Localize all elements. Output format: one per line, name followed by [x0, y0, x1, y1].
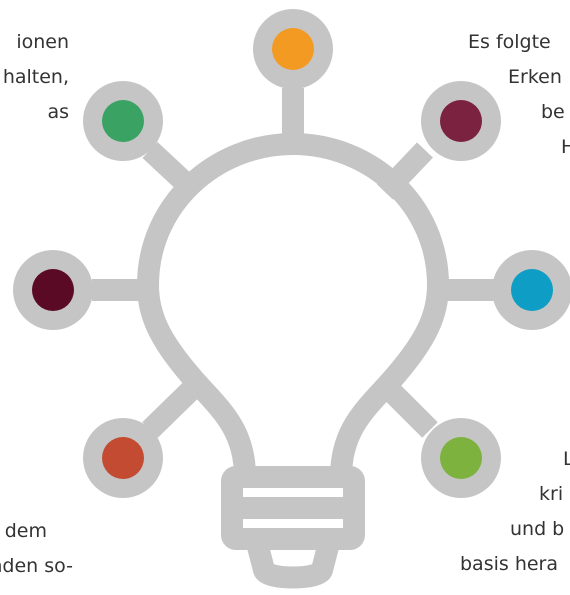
text-line: halten,	[2, 66, 69, 88]
nodes	[13, 9, 570, 498]
text-block-top-left: ionen halten, as	[3, 25, 69, 130]
bulb-glass	[137, 133, 449, 488]
connector-lines	[92, 88, 495, 438]
text-line: be	[541, 101, 565, 123]
text-line: ionen	[16, 31, 69, 53]
text-line: Es folgte	[468, 31, 551, 53]
text-block-top-right: Es folgte Erken be H	[468, 25, 570, 165]
text-line: basis hera	[460, 553, 559, 575]
bulb-tip	[245, 528, 341, 589]
node-left-dot	[32, 269, 74, 311]
text-line: L	[563, 448, 570, 470]
node-upper-left-dot	[102, 100, 144, 142]
connector-lower-left	[142, 380, 201, 438]
text-line: ei dem	[0, 520, 47, 542]
bulb-outline	[137, 133, 449, 589]
connector-lower-right	[385, 385, 438, 438]
text-line: und b	[510, 518, 565, 540]
text-block-bottom-right: L kri und b basis hera	[460, 442, 570, 582]
text-line: kri	[539, 483, 564, 505]
node-lower-left-dot	[102, 437, 144, 479]
text-block-bottom-left: ei dem enden so-	[0, 514, 73, 584]
text-line: as	[47, 101, 69, 123]
node-top-dot	[272, 28, 314, 70]
text-line: Erken	[508, 66, 562, 88]
text-line: H	[561, 136, 570, 158]
node-lower-right-dot	[440, 437, 482, 479]
node-upper-right-dot	[440, 100, 482, 142]
node-right-dot	[511, 269, 553, 311]
text-line: enden so-	[0, 555, 73, 577]
